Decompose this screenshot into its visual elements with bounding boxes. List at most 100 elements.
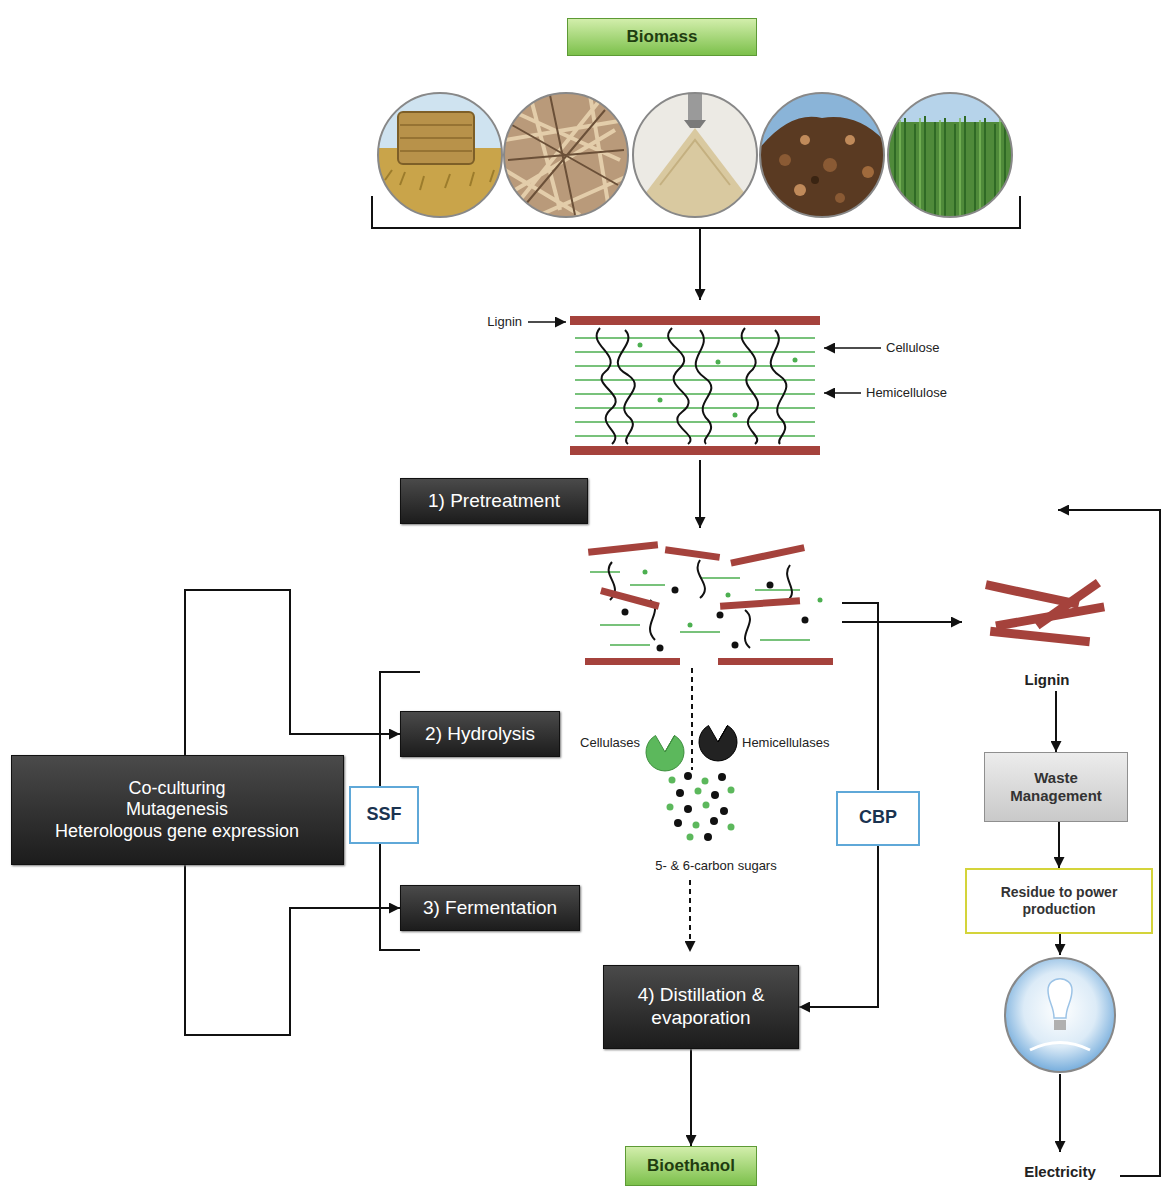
dashed-flow-line — [691, 668, 693, 770]
pretreated-structure — [688, 623, 693, 628]
wood-chips-photo — [758, 90, 888, 220]
sugar-dots — [687, 834, 694, 841]
electricity-picture — [1054, 1020, 1066, 1030]
enzyme-symbol — [699, 726, 737, 761]
sugar-dots — [710, 817, 718, 825]
flow-line — [372, 196, 1020, 228]
flow-arrow — [185, 865, 400, 1035]
flow-line — [372, 196, 1160, 1176]
flow-arrow — [1055, 691, 1057, 752]
sugar-dots — [728, 824, 735, 831]
sugar-dots — [718, 773, 726, 781]
wood-chips-photo — [845, 135, 855, 145]
wood-chips-photo — [835, 193, 845, 203]
lignocellulose-structure — [597, 328, 616, 444]
pretreated-structure — [767, 582, 774, 589]
flow-arrow — [185, 590, 400, 755]
sawdust-pile-photo — [688, 90, 702, 120]
sawdust-pile-photo — [684, 120, 706, 128]
sugar-dots — [720, 807, 728, 815]
sugar-dots — [674, 819, 682, 827]
lignocellulose-structure — [742, 328, 759, 444]
lignocellulose-structure — [696, 330, 712, 444]
pretreated-structure — [730, 544, 805, 566]
wood-chips-photo — [758, 90, 888, 220]
pretreated-structure — [600, 587, 660, 609]
sugar-dots — [702, 778, 709, 785]
leader-line — [528, 321, 566, 323]
pretreated-structure — [672, 587, 679, 594]
hay-bale-photo — [385, 170, 494, 190]
pretreated-structure — [622, 609, 629, 616]
waste-box-text: Waste Management — [997, 769, 1115, 805]
flow-line — [842, 603, 878, 790]
electricity-picture — [1005, 958, 1115, 1072]
wood-chips-photo — [862, 166, 874, 178]
sugar-dots — [667, 772, 735, 841]
lignocellulose-structure — [638, 343, 643, 348]
flow-arrow — [1059, 934, 1061, 955]
flow-line — [1059, 1074, 1061, 1152]
pretreated-structure — [588, 541, 658, 555]
wood-chips-photo — [811, 176, 819, 184]
output-box-text: Bioethanol — [647, 1156, 735, 1176]
process-step-box-text: 1) Pretreatment — [428, 490, 560, 513]
enzyme-symbol — [646, 726, 737, 771]
pretreated-structure — [665, 546, 720, 561]
process-step-box: 3) Fermentation — [400, 885, 580, 931]
enzyme-symbol — [646, 736, 684, 771]
lignocellulose-structure — [771, 330, 787, 444]
lignin-fragments — [985, 579, 1105, 646]
process-step-box-text: 2) Hydrolysis — [425, 723, 535, 746]
leader-line — [528, 322, 881, 393]
photo-frame — [760, 93, 884, 217]
wood-chips-photo — [779, 154, 791, 166]
wood-chips-photo — [794, 184, 806, 196]
process-step-box-text: 4) Distillation & evaporation — [616, 984, 786, 1030]
method-box-text: SSF — [366, 804, 401, 826]
input-box-text: Biomass — [627, 27, 698, 47]
electricity-node-text: Electricity — [1024, 1163, 1096, 1181]
dashed-flow-line — [689, 880, 691, 952]
electricity-node: Electricity — [995, 955, 1125, 1183]
sugar-dots — [676, 789, 684, 797]
pretreated-structure — [726, 593, 731, 598]
lignocellulose-structure — [570, 316, 820, 325]
sugar-dots — [684, 772, 692, 780]
leader-line — [824, 347, 881, 349]
lignocellulose-structure — [570, 316, 820, 455]
strategy-box: Co-culturingMutagenesisHeterologous gene… — [11, 755, 344, 865]
sugar-dots — [711, 791, 719, 799]
lignocellulose-structure — [658, 398, 663, 403]
straw-photo — [502, 90, 632, 220]
lignin-figure-node: Lignin — [977, 581, 1117, 691]
lignocellulose-structure — [733, 413, 738, 418]
sawdust-pile-photo — [660, 140, 730, 185]
sugar-dots — [704, 833, 712, 841]
sawdust-pile-photo — [625, 90, 765, 220]
photo-frame — [504, 93, 628, 217]
flow-arrow — [690, 1049, 692, 1146]
lignin-fragments — [1034, 579, 1101, 629]
hay-bale-photo — [376, 90, 506, 220]
pretreated-structure — [657, 645, 664, 652]
electricity-picture — [1048, 979, 1072, 1018]
annotation-label: Hemicellulose — [866, 385, 947, 401]
process-step-box: 1) Pretreatment — [400, 478, 588, 524]
sugar-dots — [667, 804, 674, 811]
flow-arrow — [1058, 822, 1060, 868]
strategy-box-text: Mutagenesis — [126, 799, 228, 821]
sugar-dots — [684, 805, 692, 813]
lignocellulose-structure — [668, 328, 690, 444]
pretreated-structure — [585, 658, 680, 665]
wood-chips-photo — [823, 158, 837, 172]
hay-bale-photo — [398, 112, 474, 164]
sugar-dots — [703, 802, 710, 809]
pretreated-structure — [717, 612, 724, 619]
power-box-text: Residue to power production — [979, 884, 1139, 918]
sugar-dots — [693, 822, 700, 829]
hay-bale-photo — [376, 90, 506, 220]
annotation-label: Cellulose — [886, 340, 939, 356]
pretreated-structure — [818, 598, 823, 603]
pretreated-structure — [585, 541, 833, 665]
